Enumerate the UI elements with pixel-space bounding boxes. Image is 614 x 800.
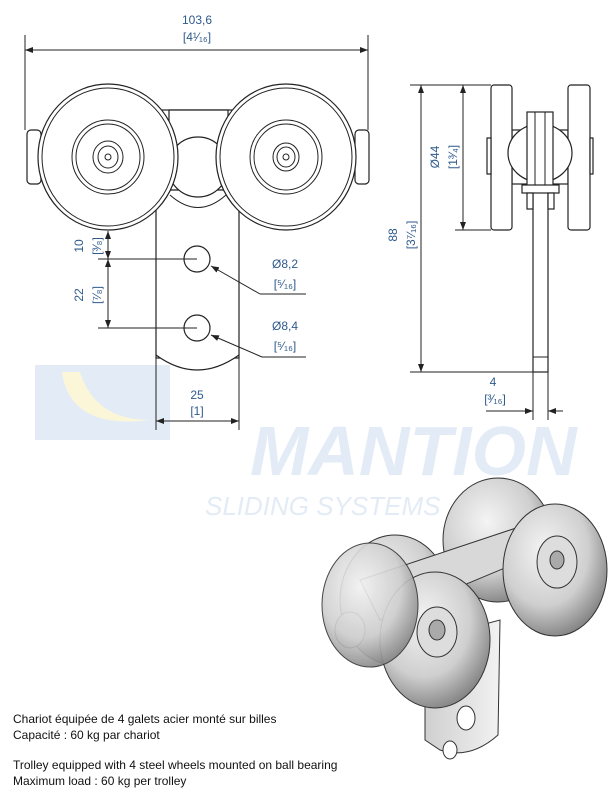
dim-hole-spacing-inch: [⁷⁄₈]	[90, 286, 104, 304]
description-en-line1: Trolley equipped with 4 steel wheels mou…	[13, 758, 338, 772]
dim-hole2-diameter: Ø8,4	[272, 319, 298, 333]
front-dimensions: 103,6 [4¹⁄₁₆] 10 [³⁄₈] 22 [⁷⁄₈] Ø8,2 [⁵⁄…	[24, 13, 369, 430]
description-en-line2: Maximum load : 60 kg per trolley	[13, 774, 187, 788]
dim-height: 88	[386, 228, 400, 242]
dim-hole2-diameter-inch: [⁵⁄₁₆]	[274, 339, 297, 353]
dim-wheel-diameter-inch: [1³⁄₄]	[446, 145, 460, 169]
dim-hole-offset-inch: [³⁄₈]	[90, 237, 104, 255]
dim-overall-width-inch: [4¹⁄₁₆]	[183, 30, 211, 44]
dim-plate-thickness-inch: [³⁄₁₆]	[484, 392, 506, 406]
dim-plate-width: 25	[190, 388, 204, 402]
product-description: Chariot équipée de 4 galets acier monté …	[13, 711, 337, 800]
watermark-brand: MANTION	[250, 412, 578, 490]
side-dimensions: 88 [3⁷⁄₁₆] Ø44 [1³⁄₄] 4 [³⁄₁₆]	[386, 84, 563, 420]
dim-overall-width: 103,6	[182, 13, 212, 27]
dim-hole-spacing: 22	[72, 288, 86, 302]
trolley-3d-render	[321, 477, 608, 760]
dim-plate-width-inch: [1]	[190, 404, 203, 418]
description-fr-line2: Capacité : 60 kg par chariot	[13, 728, 160, 742]
dim-hole-offset: 10	[72, 239, 86, 253]
side-view	[486, 84, 594, 373]
wheel-left	[37, 83, 179, 231]
dim-hole1-diameter: Ø8,2	[272, 257, 298, 271]
dim-height-inch: [3⁷⁄₁₆]	[404, 221, 418, 250]
wheel-right	[215, 83, 357, 231]
dim-plate-thickness: 4	[490, 375, 497, 389]
dim-hole1-diameter-inch: [⁵⁄₁₆]	[274, 277, 297, 291]
dim-wheel-diameter: Ø44	[428, 145, 442, 168]
description-fr-line1: Chariot équipée de 4 galets acier monté …	[13, 712, 277, 726]
front-view	[26, 83, 370, 371]
watermark-logo: MANTION SLIDING SYSTEMS	[35, 365, 578, 521]
watermark-tagline: SLIDING SYSTEMS	[205, 491, 441, 521]
